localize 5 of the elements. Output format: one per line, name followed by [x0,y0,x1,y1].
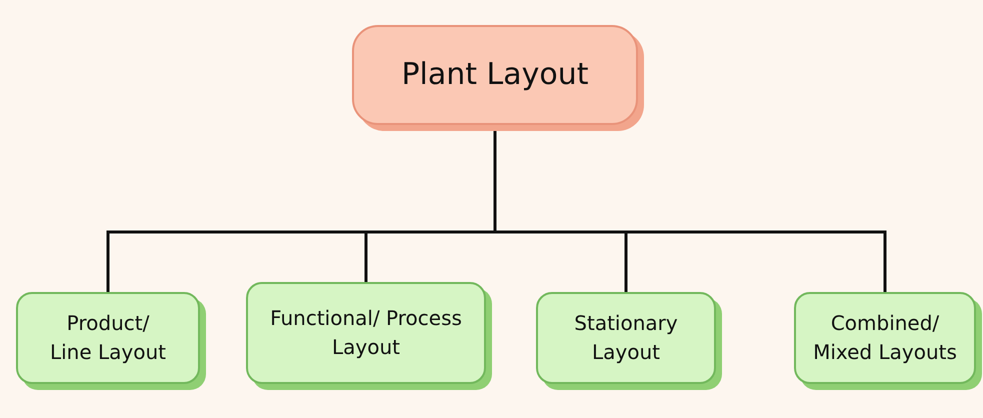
node-label: Combined/ Mixed Layouts [812,310,958,366]
node-label: Plant Layout [401,56,589,94]
node-label: Product/ Line Layout [48,310,168,366]
node-label: Stationary Layout [573,310,679,366]
node-label: Functional/ Process Layout [269,305,463,361]
